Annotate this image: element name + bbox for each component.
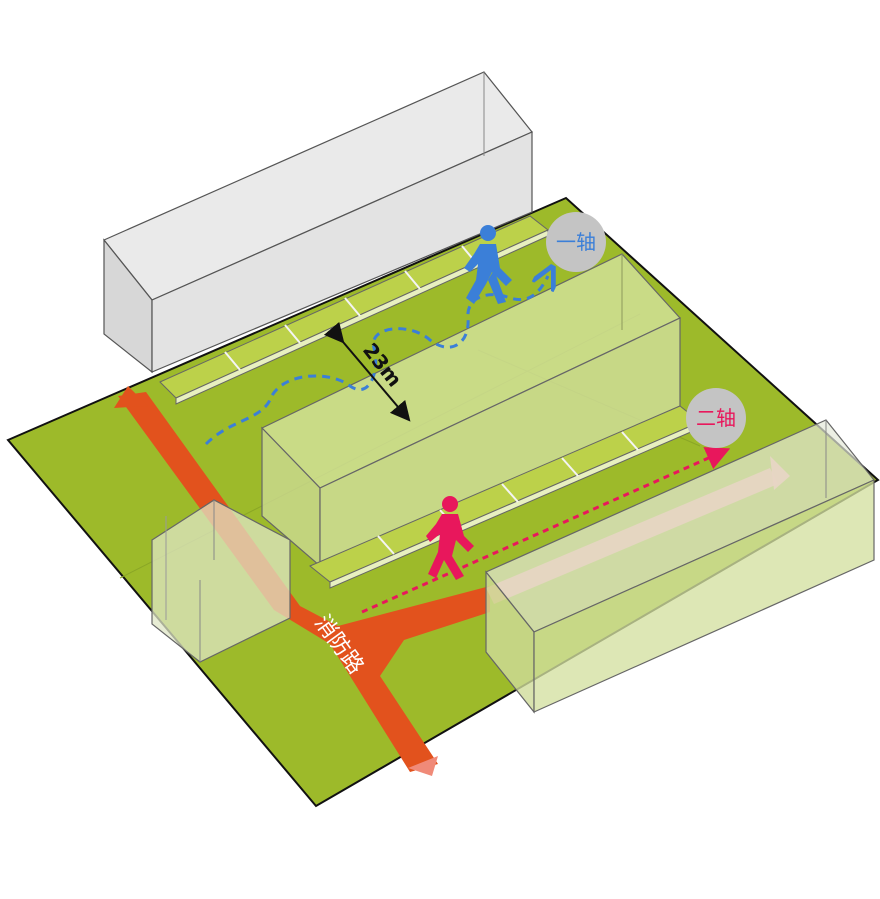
distance-arrow: [323, 321, 411, 422]
building-front-right: [485, 419, 875, 714]
axis-two-label: 二轴: [696, 406, 736, 430]
axis-one-label: 一轴: [556, 230, 596, 254]
building-front-left: [151, 499, 291, 663]
axis-two-badge: 二轴: [686, 388, 746, 448]
building-back: [103, 71, 533, 374]
pedestrian-pink-icon: [426, 496, 474, 580]
building-middle: [260, 253, 681, 568]
fire-road: [114, 386, 490, 776]
planter-row-1: [159, 215, 549, 405]
pedestrian-blue-icon: [464, 225, 512, 304]
axis-one-badge: 一轴: [546, 212, 606, 272]
